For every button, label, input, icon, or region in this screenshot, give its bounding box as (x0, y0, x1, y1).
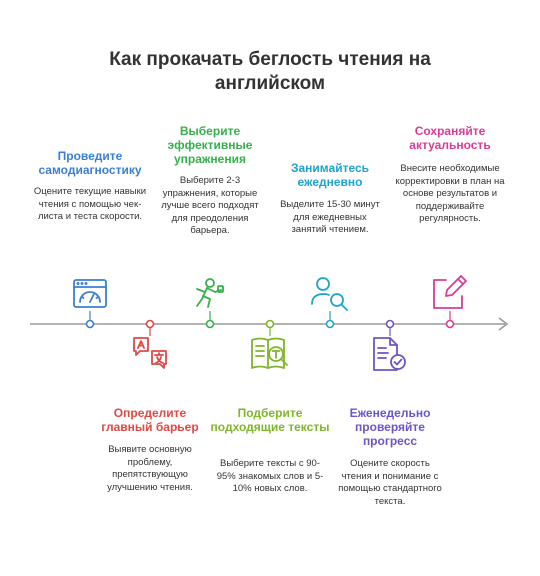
step-1-title: Проведите самодиагностику (38, 149, 142, 177)
edit-icon (433, 275, 467, 309)
step-1-desc: Оцените текущие навыки чтения с помощью … (33, 186, 147, 222)
book-text-icon (251, 337, 288, 369)
exercise-icon (196, 278, 224, 308)
step-6-desc: Оцените скорость чтения и понимание с по… (338, 458, 442, 507)
step-6-title: Еженедельно проверяйте прогресс (349, 406, 431, 448)
node-2 (145, 319, 155, 329)
step-5-title: Занимайтесь ежедневно (290, 161, 370, 189)
step-5-desc: Выделите 15-30 минут для ежедневных заня… (280, 199, 380, 235)
step-2-title: Определите главный барьер (101, 406, 199, 434)
step-7-title: Сохраняйте актуальность (409, 124, 491, 152)
user-search-icon (311, 277, 348, 311)
browser-gauge-icon (73, 279, 107, 308)
node-6 (385, 319, 395, 329)
translate-icon (133, 337, 167, 369)
page-title: Как прокачать беглость чтения на английс… (109, 49, 431, 94)
step-2-desc: Выявите основную проблему, препятствующу… (107, 444, 193, 493)
node-7 (445, 319, 455, 329)
step-3-desc: Выберите 2-3 упражнения, которые лучше в… (161, 175, 259, 236)
step-4-desc: Выберите тексты с 90-95% знакомых слов и… (216, 458, 324, 494)
node-1 (85, 319, 95, 329)
node-4 (265, 319, 275, 329)
timeline-arrow (498, 317, 509, 331)
step-3-title: Выберите эффективные упражнения (167, 124, 253, 166)
node-5 (325, 319, 335, 329)
document-check-icon (373, 337, 406, 371)
node-3 (205, 319, 215, 329)
step-7-desc: Внесите необходимые корректировки в план… (395, 163, 505, 224)
step-4-title: Подберите подходящие тексты (210, 406, 330, 434)
